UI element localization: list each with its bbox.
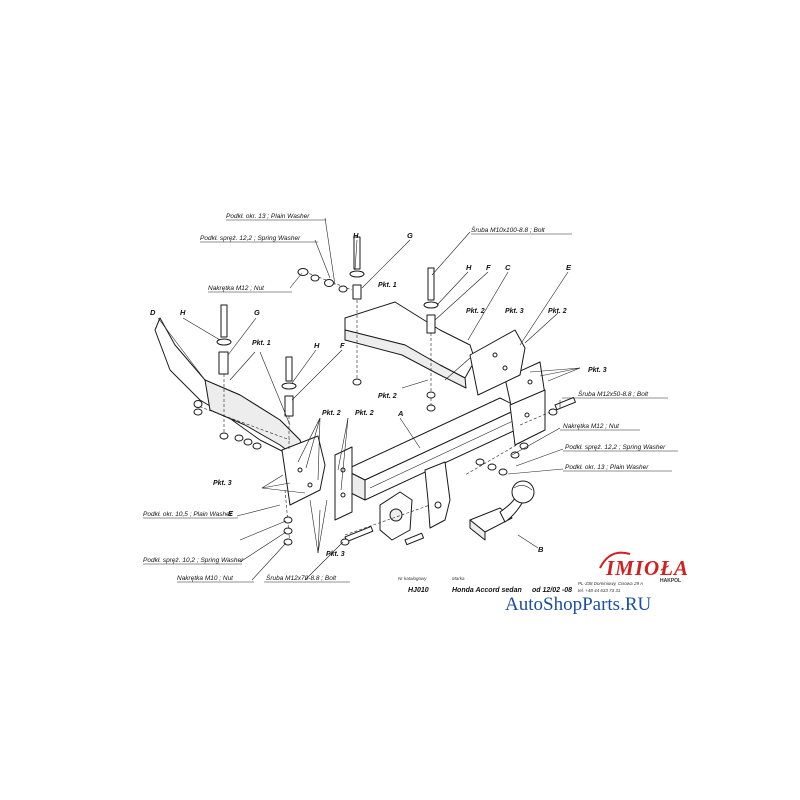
pkt-3-c: Pkt. 3 xyxy=(213,480,232,487)
bolt-m12x70 xyxy=(340,526,374,546)
label-spring-washer-right: Podkł. spręż. 12,2 ; Spring Washer xyxy=(565,444,666,451)
letter-a: A xyxy=(397,409,403,418)
label-nut-m12-top: Nakrętka M12 ; Nut xyxy=(208,285,265,292)
letter-d: D xyxy=(150,308,156,317)
info-block: Nr katalogowy HJ010 Marka Honda Accord s… xyxy=(398,576,572,594)
info-model: Honda Accord sedan xyxy=(452,587,522,594)
info-years: od 12/02 -08 xyxy=(532,587,572,594)
letter-h-4: H xyxy=(314,341,320,350)
socket-bracket xyxy=(424,461,451,529)
info-nr-label: Nr katalogowy xyxy=(398,576,427,581)
letter-b: B xyxy=(538,545,544,554)
letter-g-1: G xyxy=(407,231,413,240)
label-spring-washer-top: Podkł. spręż. 12,2 ; Spring Washer xyxy=(200,235,301,242)
letter-e-1: E xyxy=(566,263,572,272)
pkt-2-e: Pkt. 2 xyxy=(355,410,374,417)
letter-e-2: E xyxy=(228,509,234,518)
letter-g-2: G xyxy=(254,308,260,317)
pkt-3-a: Pkt. 3 xyxy=(505,308,524,315)
bracket-c xyxy=(344,301,476,389)
label-plain-washer-13-top: Podkł. okr. 13 ; Plain Washer xyxy=(226,213,310,220)
label-nut-m10: Nakrętka M10 ; Nut xyxy=(177,575,234,582)
bolt-h-3 xyxy=(216,304,232,375)
watermark: AutoShopParts.RU xyxy=(505,594,651,615)
label-spring-washer-102: Podkł. spręż. 10,2 ; Spring Washer xyxy=(143,557,244,564)
bolt-h-4 xyxy=(281,356,297,417)
pkt-1-b: Pkt. 1 xyxy=(252,340,271,347)
pkt-3-d: Pkt. 3 xyxy=(326,551,345,558)
letter-h-2: H xyxy=(466,263,472,272)
brand-logo: IMIOŁA HAKPOL PL-338 Dominiowy, Cisowa 2… xyxy=(578,551,689,593)
letter-c: C xyxy=(505,263,511,272)
pkt-2-d: Pkt. 2 xyxy=(322,410,341,417)
pkt-2-b: Pkt. 2 xyxy=(548,308,567,315)
brand-address: PL-338 Dominiowy, Cisowa 29 A xyxy=(578,581,643,586)
towball-b xyxy=(469,480,535,541)
pkt-2-c: Pkt. 2 xyxy=(378,393,397,400)
bracket-e-left xyxy=(281,435,326,506)
brand-sub: HAKPOL xyxy=(660,578,681,584)
pkt-3-b: Pkt. 3 xyxy=(588,367,607,374)
brand-phone: tel. +48 44 633 73 31 xyxy=(578,588,621,593)
pkt-1-a: Pkt. 1 xyxy=(378,282,397,289)
brand-name: IMIOŁA xyxy=(605,556,689,580)
small-hardware xyxy=(193,268,529,546)
left-end-plate xyxy=(334,446,353,521)
label-nut-m12-right: Nakrętka M12 ; Nut xyxy=(563,423,620,430)
info-code: HJ010 xyxy=(408,587,429,594)
leader-lines xyxy=(157,217,581,581)
letter-f-1: F xyxy=(486,263,491,272)
bolt-socket xyxy=(404,532,425,546)
bracket-d xyxy=(154,317,306,461)
label-plain-washer-13-right: Podkł. okr. 13 ; Plain Washer xyxy=(565,464,649,471)
bolt-m12x50 xyxy=(548,397,576,416)
letter-h-3: H xyxy=(180,308,186,317)
info-marka-label: Marka xyxy=(452,576,465,581)
pkt-2-a: Pkt. 2 xyxy=(466,308,485,315)
bracket-e-right xyxy=(469,329,526,396)
letter-f-2: F xyxy=(340,341,345,350)
label-bolt-m10x100: Śruba M10x100-8.8 ; Bolt xyxy=(471,225,546,234)
letter-h-1: H xyxy=(353,231,359,240)
label-bolt-m12x50: Śruba M12x50-8.8 ; Bolt xyxy=(578,389,649,398)
label-bolt-m12x70: Śruba M12x70-8.8 ; Bolt xyxy=(266,573,337,582)
bolt-h-1 xyxy=(349,236,365,300)
label-plain-washer-105: Podkł. okr. 10,5 ; Plain Washer xyxy=(143,511,233,518)
electrical-socket xyxy=(379,491,413,541)
